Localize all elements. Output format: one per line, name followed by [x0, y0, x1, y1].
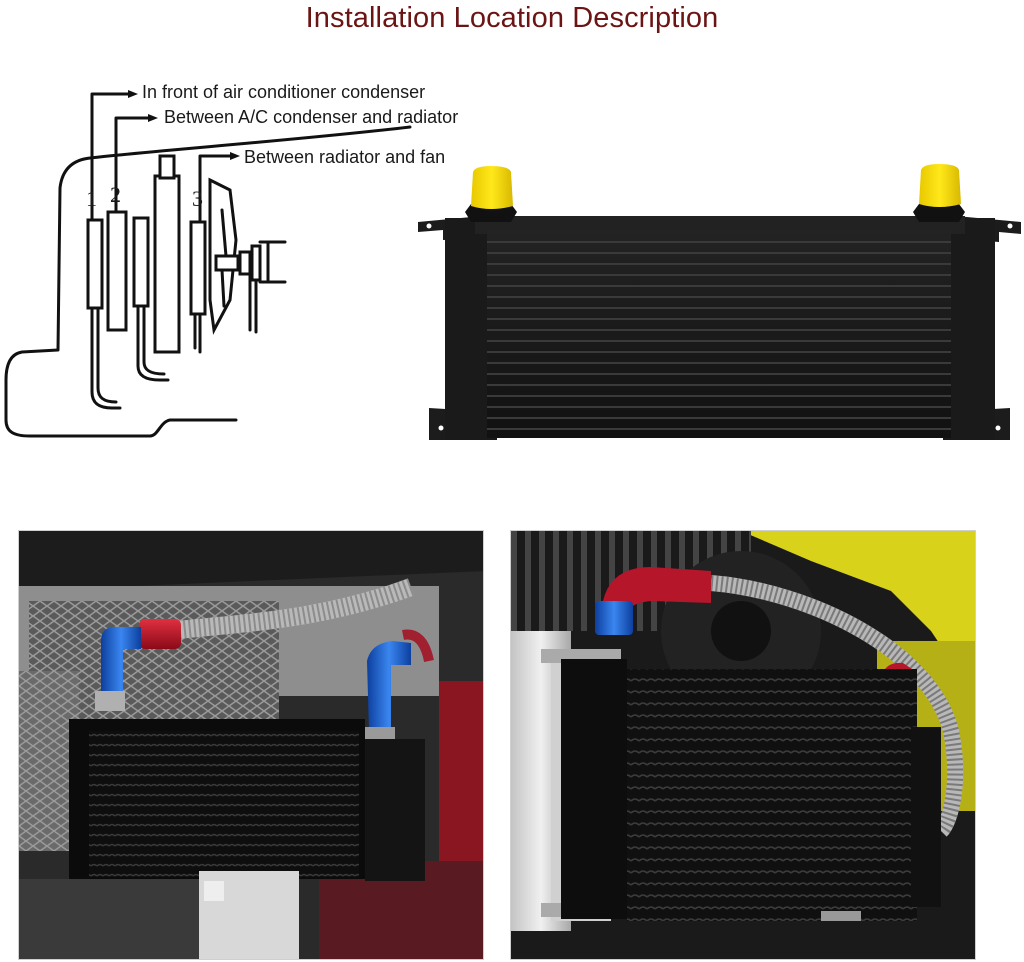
installation-photo-left	[18, 530, 484, 960]
position-label-1: In front of air conditioner condenser	[142, 82, 426, 102]
installation-diagram: 1 2 3 In front of air conditioner conden…	[0, 70, 545, 450]
yellow-port-cap-left	[471, 166, 513, 209]
yellow-port-cap-right	[919, 164, 961, 207]
diagram-line-art	[4, 90, 412, 438]
position-label-3: Between radiator and fan	[244, 147, 446, 167]
installation-photo-right	[510, 530, 976, 960]
page-title: Installation Location Description	[305, 2, 719, 34]
position-number-2: 2	[110, 182, 121, 207]
position-label-2: Between A/C condenser and radiator	[164, 107, 459, 127]
oil-cooler-product-image	[415, 160, 1024, 450]
position-number-1: 1	[86, 186, 97, 211]
position-number-3: 3	[192, 186, 203, 211]
